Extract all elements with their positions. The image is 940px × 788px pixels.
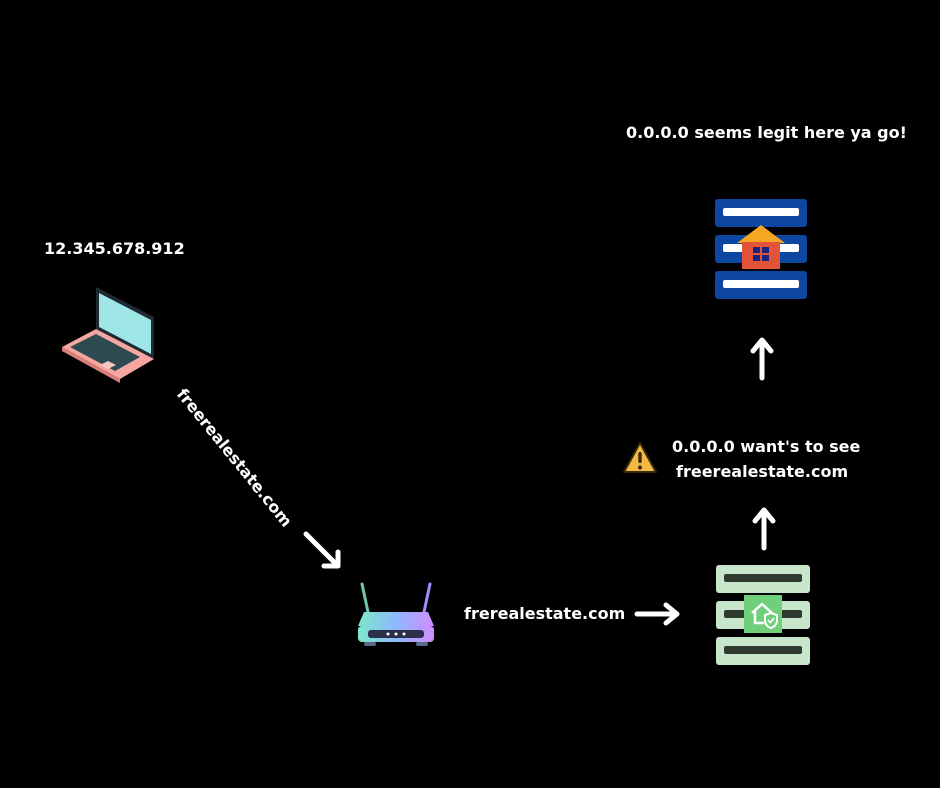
wifi-router-icon — [358, 582, 434, 646]
arrow-down-right-icon — [303, 531, 341, 569]
dns-message-line1: 0.0.0.0 want's to see — [672, 437, 861, 456]
secure-server-icon — [716, 565, 810, 665]
dns-message-line2: freerealestate.com — [676, 462, 849, 481]
laptop-icon — [62, 287, 154, 383]
warning-icon — [623, 442, 657, 473]
router-forward-label: frerealestate.com — [464, 604, 626, 623]
arrow-right-icon — [634, 602, 680, 626]
arrow-up-icon — [752, 507, 776, 551]
request-domain-label: freerealestate.com — [172, 384, 296, 531]
house-server-icon — [715, 199, 807, 299]
laptop-ip-label: 12.345.678.912 — [44, 239, 185, 258]
web-server-reply: 0.0.0.0 seems legit here ya go! — [626, 123, 907, 142]
arrow-up-icon — [750, 337, 774, 381]
